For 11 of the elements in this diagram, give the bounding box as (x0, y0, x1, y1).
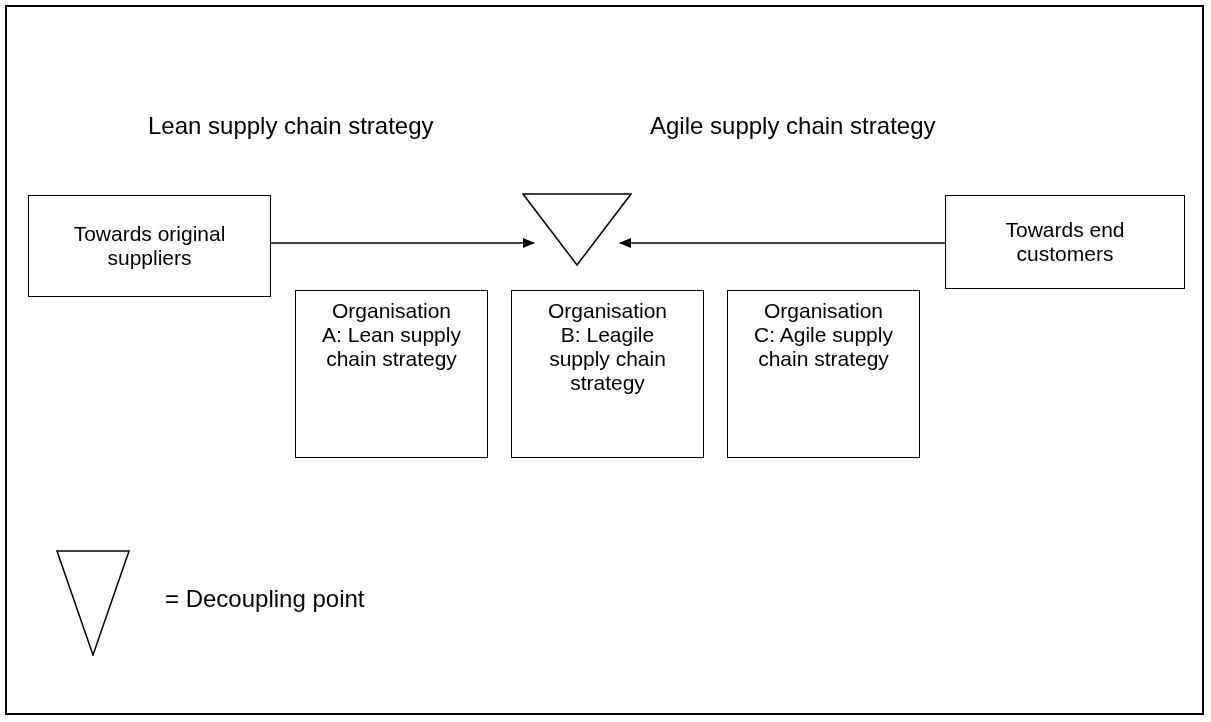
arrow (270, 238, 535, 248)
organisation-box: Organisation C: Agile supply chain strategy (727, 290, 920, 458)
organisation-box: Organisation A: Lean supply chain strategy (295, 290, 488, 458)
process-box: Towards end customers (945, 195, 1185, 289)
organisation-box: Organisation B: Leagile supply chain strategy (511, 290, 704, 458)
strategy-heading: Agile supply chain strategy (650, 112, 936, 140)
process-box: Towards original suppliers (28, 195, 271, 297)
arrow (619, 238, 946, 248)
legend-text: = Decoupling point (165, 585, 365, 613)
decoupling-triangle (522, 193, 632, 266)
strategy-heading: Lean supply chain strategy (148, 112, 434, 140)
